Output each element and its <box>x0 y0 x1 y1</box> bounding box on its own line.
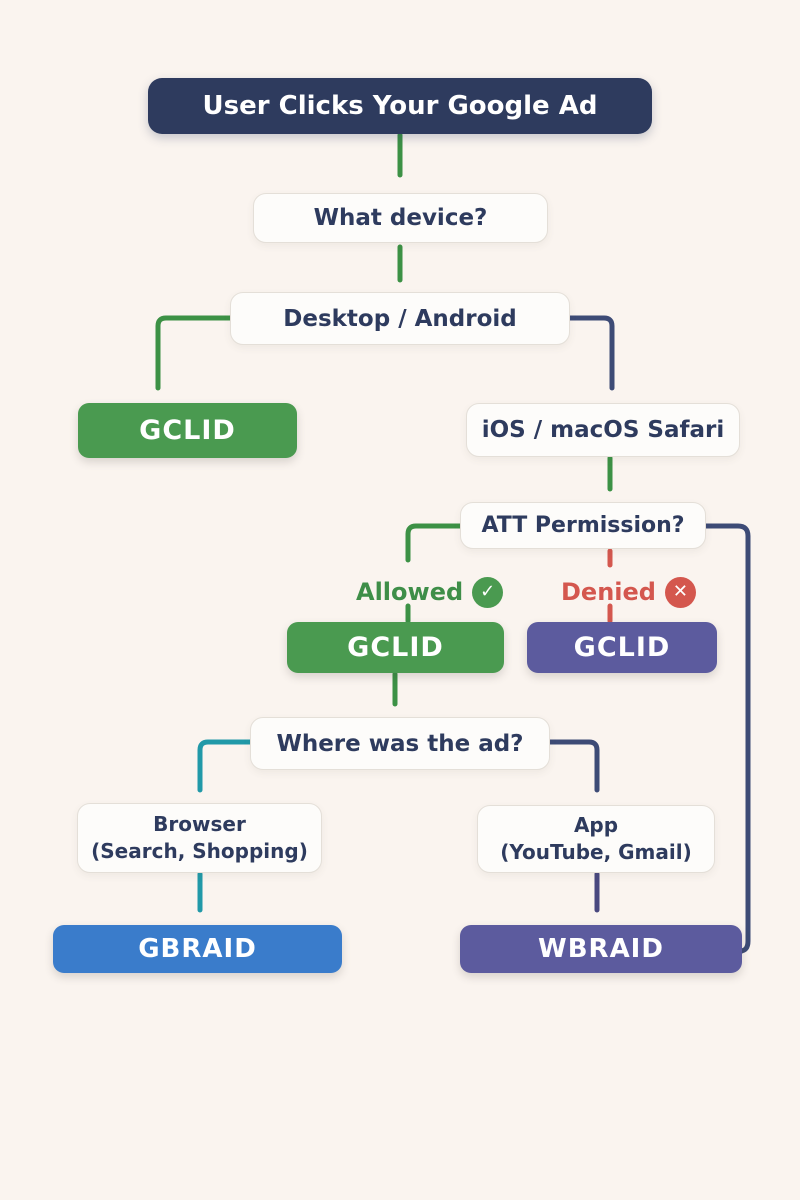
att-permission-text: ATT Permission? <box>481 513 685 538</box>
branch-label-denied: Denied ✕ <box>561 576 696 608</box>
check-icon: ✓ <box>472 576 504 608</box>
arrow-where-to-browser <box>197 739 253 793</box>
arrow-where-to-app <box>547 739 600 793</box>
gclid-allowed-text: GCLID <box>347 632 444 663</box>
x-icon: ✕ <box>664 576 696 608</box>
branch-label-allowed: Allowed ✓ <box>356 576 504 608</box>
node-gclid-desktop: GCLID <box>78 403 297 458</box>
arrow-desktop-to-gclid <box>155 315 233 391</box>
denied-text: Denied <box>561 578 656 606</box>
node-app: App (YouTube, Gmail) <box>477 805 715 873</box>
gclid-denied-text: GCLID <box>573 632 671 663</box>
node-wbraid: WBRAID <box>460 925 742 973</box>
node-gbraid: GBRAID <box>53 925 342 973</box>
node-att-permission: ATT Permission? <box>460 502 706 549</box>
node-title: User Clicks Your Google Ad <box>148 78 652 134</box>
desktop-android-text: Desktop / Android <box>283 305 517 332</box>
node-browser: Browser (Search, Shopping) <box>77 803 322 873</box>
what-device-text: What device? <box>313 205 488 231</box>
allowed-text: Allowed <box>356 578 464 606</box>
gbraid-text: GBRAID <box>138 934 257 964</box>
node-desktop-android: Desktop / Android <box>230 292 570 345</box>
connector-att-to-wbraid <box>703 523 751 954</box>
node-what-device: What device? <box>253 193 548 243</box>
browser-line2: (Search, Shopping) <box>91 839 308 863</box>
gclid-desktop-text: GCLID <box>139 415 236 446</box>
node-where-ad: Where was the ad? <box>250 717 550 770</box>
node-ios-safari: iOS / macOS Safari <box>466 403 740 457</box>
arrow-desktop-to-ios <box>567 315 615 391</box>
app-line1: App <box>573 813 619 837</box>
node-gclid-allowed: GCLID <box>287 622 504 673</box>
ios-safari-text: iOS / macOS Safari <box>481 417 725 443</box>
browser-line1: Browser <box>153 812 246 836</box>
node-gclid-denied: GCLID <box>527 622 717 673</box>
arrow-att-to-allowed <box>405 523 463 563</box>
title-text: User Clicks Your Google Ad <box>202 91 598 121</box>
app-line2: (YouTube, Gmail) <box>500 840 692 864</box>
wbraid-text: WBRAID <box>538 934 664 964</box>
where-ad-text: Where was the ad? <box>276 730 524 757</box>
